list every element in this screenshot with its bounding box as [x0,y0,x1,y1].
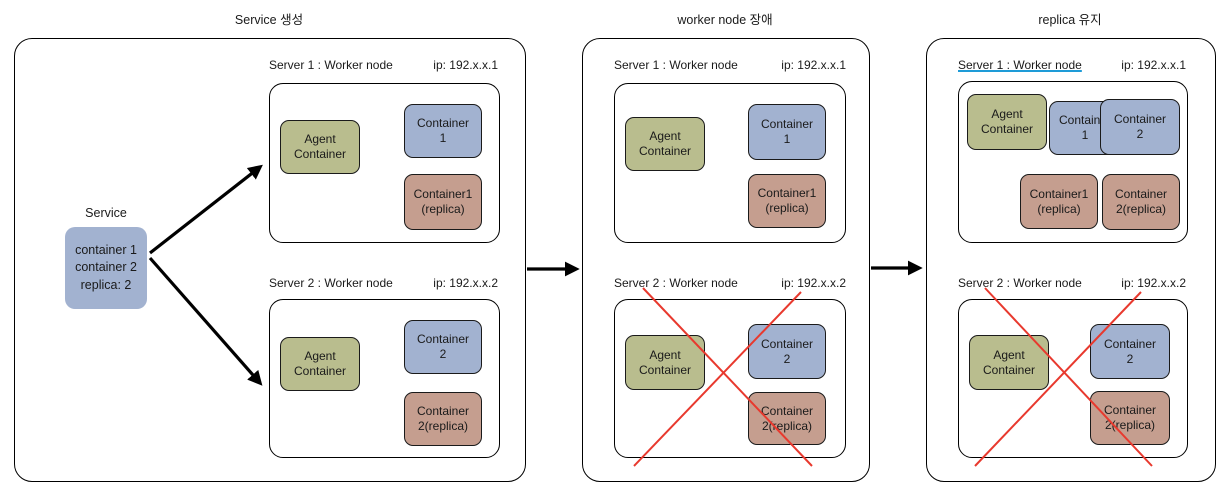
service-label: Service [85,206,127,220]
p3-server2-box: Agent Container Container 2 Container 2(… [958,299,1188,458]
container2-box: Container 2 [748,324,826,379]
agent-container-box: Agent Container [280,337,360,391]
p2-server2-name: Server 2 : Worker node [614,276,738,290]
p1-server2-name: Server 2 : Worker node [269,276,393,290]
container2-replica-box: Container 2(replica) [404,392,482,446]
panel1-title: Service 생성 [234,13,304,27]
container1-replica-box: Container1 (replica) [404,174,482,230]
p3-server1-name: Server 1 : Worker node [958,58,1082,72]
container2-box: Container 2 [1090,324,1170,379]
container1-box: Container 1 [748,104,826,160]
panel-worker-node-failure: Server 1 : Worker node ip: 192.x.x.1 Age… [582,38,870,482]
service-spec-box: container 1 container 2 replica: 2 [65,227,147,309]
p1-server1-name: Server 1 : Worker node [269,58,393,72]
p2-server2-ip: ip: 192.x.x.2 [781,276,846,290]
panel2-title: worker node 장애 [677,13,773,27]
p2-server1-box: Agent Container Container 1 Container1 (… [614,83,846,243]
p1-server2-box: Agent Container Container 2 Container 2(… [269,299,500,458]
p2-server2-box: Agent Container Container 2 Container 2(… [614,299,846,458]
p1-server1-ip: ip: 192.x.x.1 [433,58,498,72]
agent-container-box: Agent Container [625,335,705,390]
container2-replica-box: Container 2(replica) [1090,391,1170,445]
p3-server2-ip: ip: 192.x.x.2 [1121,276,1186,290]
agent-container-box: Agent Container [280,120,360,174]
container2-box: Container 2 [404,320,482,374]
p2-server1-name: Server 1 : Worker node [614,58,738,72]
panel-replica-maintained: Server 1 : Worker node ip: 192.x.x.1 Age… [926,38,1216,482]
container1-box: Container 1 [404,104,482,158]
p2-server1-ip: ip: 192.x.x.1 [781,58,846,72]
container1-replica-box: Container1 (replica) [748,174,826,228]
p1-server2-ip: ip: 192.x.x.2 [433,276,498,290]
container2-replica-box: Container 2(replica) [1102,174,1180,230]
agent-container-box: Agent Container [625,117,705,171]
panel-service-creation: Service container 1 container 2 replica:… [14,38,526,482]
p3-server2-name: Server 2 : Worker node [958,276,1082,290]
p3-server1-ip: ip: 192.x.x.1 [1121,58,1186,72]
agent-container-box: Agent Container [967,94,1047,150]
p3-server1-box: Agent Container Container 1 Container 2 … [958,81,1188,243]
panel3-title: replica 유지 [1038,13,1102,27]
container2-replica-box: Container 2(replica) [748,392,826,445]
container1-replica-box: Container1 (replica) [1020,174,1098,229]
agent-container-box: Agent Container [969,335,1049,390]
p1-server1-box: Agent Container Container 1 Container1 (… [269,83,500,243]
container2-box: Container 2 [1100,99,1180,155]
